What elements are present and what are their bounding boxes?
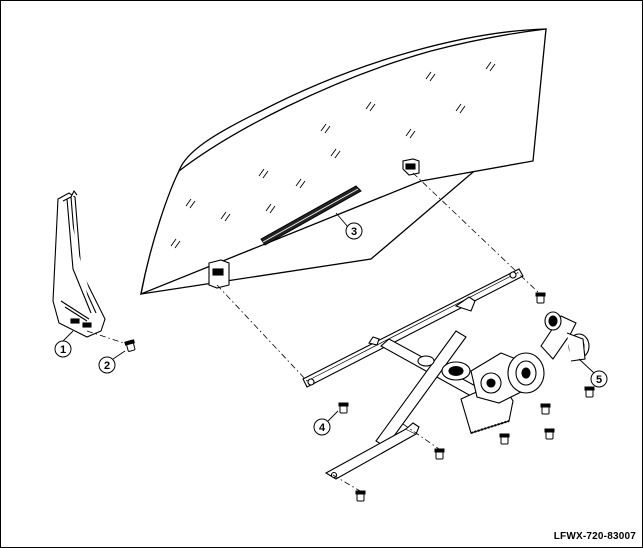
- callout-3-label: 3: [351, 226, 357, 238]
- bolt-c: [540, 403, 551, 415]
- callout-5: 5: [578, 358, 608, 388]
- callout-1: 1: [54, 330, 74, 358]
- callout-2-label: 2: [104, 360, 110, 372]
- diagram-code: LFWX-720-83007: [553, 531, 636, 542]
- alignment-lines: [86, 172, 540, 492]
- callout-4: 4: [313, 410, 339, 436]
- front-guide-rail: [52, 189, 106, 338]
- bolt-2: [124, 339, 136, 352]
- callout-5-label: 5: [596, 374, 602, 386]
- glass-mount-tab-left: [208, 259, 230, 289]
- bolt-e: [499, 433, 510, 445]
- regulator-lower-guide: [324, 428, 418, 480]
- callout-1-label: 1: [60, 344, 66, 356]
- glass-run-channel: [260, 185, 362, 246]
- glass-reflection-marks: [170, 61, 496, 249]
- bolt-a: [535, 292, 546, 304]
- bolt-f: [434, 448, 445, 460]
- callout-2: 2: [98, 350, 126, 374]
- regulator-motor: [507, 311, 590, 394]
- callout-3: 3: [335, 212, 363, 240]
- bolt-g: [355, 490, 366, 502]
- bolt-d: [544, 428, 555, 440]
- window-regulator: [302, 268, 590, 480]
- glass-mount-tab-right: [402, 158, 420, 176]
- bolt-4: [338, 402, 349, 414]
- callout-4-label: 4: [319, 422, 326, 434]
- bolts: [124, 292, 595, 502]
- bolt-b: [584, 386, 595, 398]
- door-glass: [140, 28, 547, 296]
